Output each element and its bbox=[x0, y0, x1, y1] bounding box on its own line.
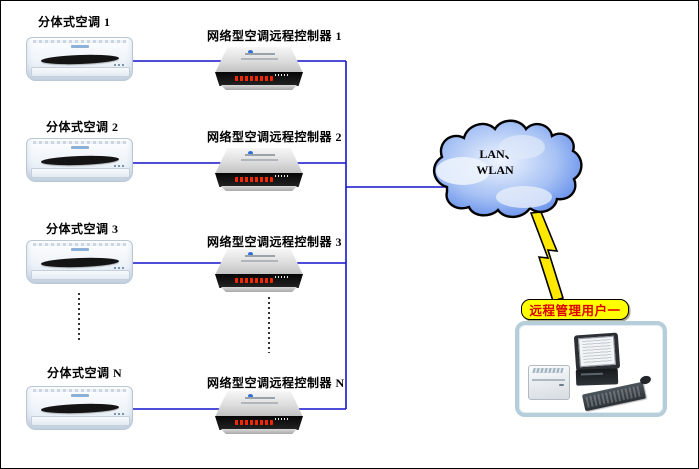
ac-indicator-lights bbox=[114, 165, 126, 167]
controller-top-case bbox=[215, 47, 303, 73]
controller-base bbox=[220, 429, 297, 434]
network-cloud: LAN、 WLAN bbox=[432, 119, 583, 219]
led-display bbox=[235, 278, 273, 283]
monitor-document bbox=[582, 339, 612, 364]
controller-N bbox=[215, 391, 303, 435]
controller-top-case bbox=[215, 391, 303, 417]
controller-top-case bbox=[215, 249, 303, 275]
controller-buttons bbox=[275, 276, 290, 278]
ac-bottom-panel bbox=[31, 270, 130, 280]
ac-indicator-lights bbox=[114, 267, 126, 269]
controller-top-case bbox=[215, 148, 303, 174]
mouse bbox=[639, 374, 652, 386]
controller-brand-logo bbox=[247, 394, 253, 398]
remote-user-label: 远程管理用户一 bbox=[521, 299, 629, 320]
controller-brand-logo bbox=[247, 50, 253, 54]
controller-top-print bbox=[244, 53, 275, 55]
ac-air-outlet bbox=[40, 256, 119, 269]
ac-vents bbox=[33, 389, 126, 392]
ac-brand-logo bbox=[70, 394, 89, 397]
controller-top-print bbox=[241, 402, 279, 404]
cloud-highlight bbox=[436, 157, 490, 185]
controller-1 bbox=[215, 47, 303, 91]
ac-vents bbox=[33, 40, 126, 43]
led-display bbox=[235, 76, 273, 81]
keyboard bbox=[581, 381, 647, 412]
printer bbox=[528, 365, 570, 400]
controller-top-print bbox=[244, 397, 275, 399]
cloud-label-line1: LAN、 bbox=[479, 147, 516, 161]
ac-air-outlet bbox=[40, 402, 119, 415]
cloud-highlight bbox=[496, 186, 552, 208]
ac-unit-3 bbox=[26, 240, 133, 284]
ac-brand-logo bbox=[70, 146, 89, 149]
controller-buttons bbox=[275, 74, 290, 76]
printer-button bbox=[559, 384, 564, 386]
controller-base bbox=[220, 85, 297, 90]
controllerN-label: 网络型空调远程控制器 N bbox=[207, 376, 345, 390]
ac-vents bbox=[33, 141, 126, 144]
ac-bottom-panel bbox=[31, 416, 130, 426]
ac-brand-logo bbox=[70, 248, 89, 251]
ac-indicator-lights bbox=[114, 413, 126, 415]
ac-indicator-lights bbox=[114, 64, 126, 66]
lightning-bolt-icon bbox=[529, 211, 565, 302]
controller-top-print bbox=[241, 260, 279, 262]
desktop-tower bbox=[575, 368, 619, 386]
controller-3 bbox=[215, 249, 303, 293]
led-display bbox=[235, 420, 273, 425]
ac-bottom-panel bbox=[31, 168, 130, 178]
controller-brand-logo bbox=[247, 252, 253, 256]
ac-bottom-panel bbox=[31, 67, 130, 77]
workstation-box bbox=[515, 321, 667, 417]
controller-2 bbox=[215, 148, 303, 192]
controller-top-print bbox=[244, 154, 275, 156]
controller-buttons bbox=[275, 175, 290, 177]
printer-paper-slot bbox=[532, 379, 565, 381]
cloud-label-line2: WLAN bbox=[476, 163, 514, 177]
ac-brand-logo bbox=[70, 45, 89, 48]
printer-output-tray bbox=[532, 368, 564, 373]
ac-unit-N bbox=[26, 386, 133, 430]
controller-buttons bbox=[275, 418, 290, 420]
acN-label: 分体式空调 N bbox=[47, 366, 123, 380]
ac-air-outlet bbox=[40, 53, 119, 66]
monitor-screen bbox=[577, 335, 616, 368]
tower-drive-slot bbox=[580, 372, 603, 376]
ac3-label: 分体式空调 3 bbox=[46, 222, 119, 236]
controller3-label: 网络型空调远程控制器 3 bbox=[207, 235, 343, 249]
ac-vents bbox=[33, 243, 126, 246]
controller-top-print bbox=[241, 159, 279, 161]
monitor bbox=[573, 332, 621, 372]
keyboard-keys bbox=[585, 385, 643, 408]
ac-unit-1 bbox=[26, 37, 133, 81]
controller-base bbox=[220, 186, 297, 191]
controller-brand-logo bbox=[247, 151, 253, 155]
cloud-highlight bbox=[499, 135, 545, 159]
controller-top-print bbox=[244, 255, 275, 257]
led-display bbox=[235, 177, 273, 182]
controller-base bbox=[220, 287, 297, 292]
ac-unit-2 bbox=[26, 138, 133, 182]
controller2-label: 网络型空调远程控制器 2 bbox=[207, 130, 343, 144]
controller-top-print bbox=[241, 58, 279, 60]
controller1-label: 网络型空调远程控制器 1 bbox=[207, 29, 343, 43]
ac1-label: 分体式空调 1 bbox=[38, 15, 111, 29]
ac-air-outlet bbox=[40, 154, 119, 167]
ac2-label: 分体式空调 2 bbox=[46, 120, 119, 134]
